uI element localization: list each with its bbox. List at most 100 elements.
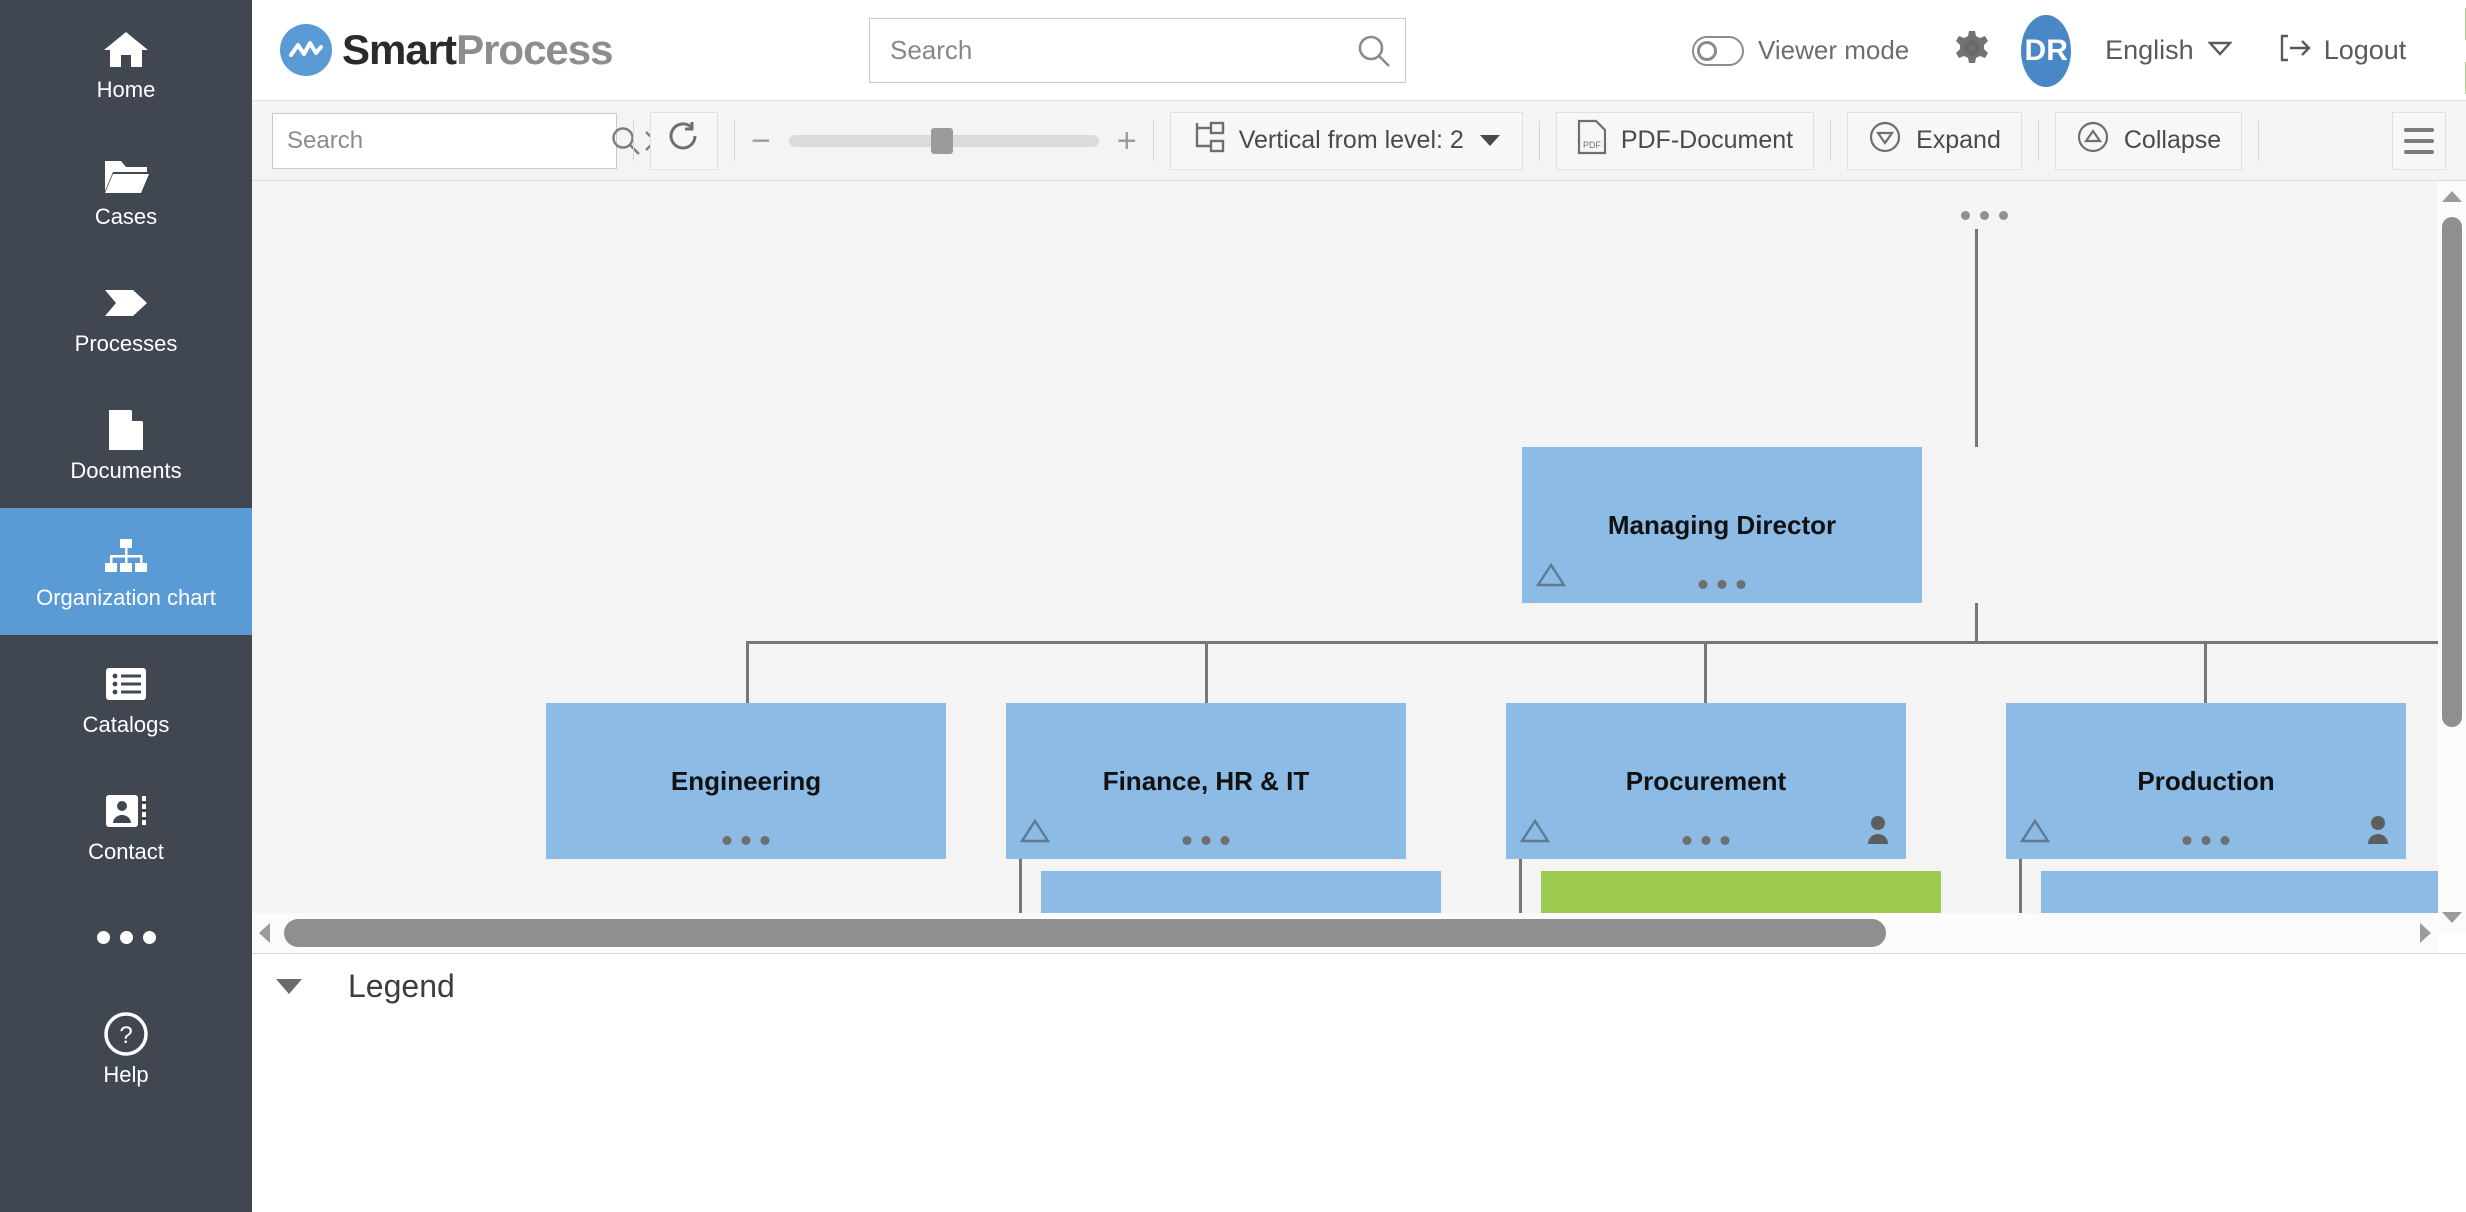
zoom-out-button[interactable]: − (751, 121, 771, 160)
collapse-triangle-icon[interactable] (1535, 562, 1567, 593)
divider (1152, 120, 1154, 161)
horizontal-scroll-thumb[interactable] (284, 919, 1886, 947)
org-node-title: Finance, HR & IT (1102, 765, 1310, 796)
refresh-icon (667, 120, 701, 161)
search-icon[interactable] (611, 126, 641, 156)
vertical-scroll-track[interactable] (2438, 211, 2466, 903)
dot (2182, 836, 2192, 845)
refresh-button[interactable] (650, 111, 718, 170)
connector (2019, 821, 2022, 933)
org-node-menu-dots[interactable] (722, 836, 770, 845)
scroll-down-arrow-icon[interactable] (2441, 903, 2463, 933)
connector (746, 641, 749, 703)
smartprocess-mark-icon (280, 24, 332, 76)
toggle-knob (1697, 40, 1717, 61)
collapse-button[interactable]: Collapse (2054, 111, 2243, 170)
org-chart-icon (103, 535, 149, 579)
scroll-left-arrow-icon[interactable] (252, 922, 278, 944)
zoom-slider[interactable] (788, 127, 1099, 154)
person-icon[interactable] (2364, 814, 2392, 849)
sidebar-item-help[interactable]: ? Help (0, 985, 252, 1112)
logout-button[interactable]: Logout (2278, 34, 2406, 67)
top-header: SmartProcess Viewer mode DR Engl (252, 0, 2466, 104)
connector (1519, 821, 1522, 933)
global-search[interactable] (869, 18, 1406, 83)
scroll-up-arrow-icon[interactable] (2441, 181, 2463, 211)
dot (722, 836, 732, 845)
org-node-managing-director[interactable]: Managing Director (1522, 447, 1922, 603)
search-input[interactable] (870, 19, 1343, 82)
chart-search-input[interactable] (273, 113, 611, 168)
org-node-menu-dots[interactable] (2182, 836, 2230, 845)
zoom-control[interactable]: − + (751, 124, 1137, 158)
chart-search[interactable] (272, 112, 665, 169)
collapse-label: Collapse (2123, 126, 2222, 154)
org-chart-canvas[interactable]: Managing Director Engineering Finance, H… (252, 181, 2466, 933)
sidebar-item-label: Catalogs (82, 711, 170, 737)
org-node-menu-dots[interactable] (1698, 580, 1746, 589)
collapse-triangle-icon[interactable] (1519, 818, 1551, 849)
zoom-in-button[interactable]: + (1116, 121, 1137, 160)
search-icon[interactable] (1343, 34, 1405, 68)
chevron-down-icon[interactable] (276, 979, 302, 994)
brand-logo[interactable]: SmartProcess (280, 24, 614, 76)
sidebar-item-catalogs[interactable]: Catalogs (0, 635, 252, 762)
org-node-engineering[interactable]: Engineering (546, 703, 946, 859)
vertical-scroll-thumb[interactable] (2442, 217, 2462, 727)
org-node-finance-hr-it[interactable]: Finance, HR & IT (1006, 703, 1406, 859)
list-icon (103, 662, 149, 706)
connector (1019, 821, 1022, 933)
sidebar-item-label: Contact (88, 838, 164, 864)
sidebar-item-home[interactable]: Home (0, 0, 252, 127)
language-selector[interactable]: English (2105, 35, 2233, 66)
legend-toggle[interactable]: Legend (276, 968, 455, 1005)
sidebar-item-processes[interactable]: Processes (0, 254, 252, 381)
root-parent-dots[interactable] (1961, 211, 2008, 220)
connector (1704, 641, 1707, 703)
org-node-title: Procurement (1625, 765, 1787, 796)
menu-button[interactable] (2392, 111, 2446, 170)
brand-first: Smart (342, 26, 457, 73)
horizontal-scroll-track[interactable] (278, 913, 2412, 953)
person-icon[interactable] (1864, 814, 1892, 849)
org-node-menu-dots[interactable] (1682, 836, 1730, 845)
scroll-right-arrow-icon[interactable] (2412, 922, 2438, 944)
vertical-scrollbar[interactable] (2438, 181, 2466, 933)
org-node-title: Managing Director (1607, 509, 1837, 540)
svg-text:PDF: PDF (1583, 140, 1602, 150)
sidebar-more-button[interactable] (0, 889, 252, 985)
legend-panel: Legend Legend Company Location Organizat… (252, 953, 2466, 1212)
sidebar-item-organization-chart[interactable]: Organization chart (0, 508, 252, 635)
settings-button[interactable] (1953, 29, 1991, 72)
connector (1205, 641, 1208, 703)
pdf-document-button[interactable]: PDF PDF-Document (1555, 111, 1815, 170)
dot (1999, 211, 2008, 220)
gear-icon (1953, 29, 1991, 72)
connector (2204, 641, 2207, 703)
org-node-menu-dots[interactable] (1182, 836, 1230, 845)
connector (1975, 229, 1978, 447)
brand-second: Process (456, 26, 613, 73)
org-node-procurement-unit[interactable]: Procurement (1506, 703, 1906, 859)
expand-button[interactable]: Expand (1847, 111, 2022, 170)
help-icon: ? (103, 1011, 149, 1056)
collapse-triangle-icon[interactable] (2019, 818, 2051, 849)
contact-card-icon (103, 789, 149, 833)
dot (142, 930, 156, 944)
collapse-triangle-icon[interactable] (1019, 818, 1051, 849)
pdf-label: PDF-Document (1620, 126, 1794, 154)
horizontal-scrollbar[interactable] (252, 913, 2438, 953)
viewer-mode-toggle[interactable]: Viewer mode (1692, 35, 1909, 66)
dot (1720, 836, 1730, 845)
sidebar-item-cases[interactable]: Cases (0, 127, 252, 254)
divider (633, 120, 634, 161)
org-node-production[interactable]: Production (2006, 703, 2406, 859)
sidebar-item-documents[interactable]: Documents (0, 381, 252, 508)
sidebar-item-contact[interactable]: Contact (0, 762, 252, 889)
zoom-slider-thumb[interactable] (930, 127, 953, 154)
chart-toolbar: − + Vertical from level: 2 PDF PDF-Docum… (252, 101, 2466, 181)
level-selector[interactable]: Vertical from level: 2 (1169, 111, 1523, 170)
user-avatar[interactable]: DR (2021, 14, 2072, 87)
toggle-switch-icon[interactable] (1692, 35, 1744, 66)
viewer-mode-label: Viewer mode (1758, 35, 1910, 65)
